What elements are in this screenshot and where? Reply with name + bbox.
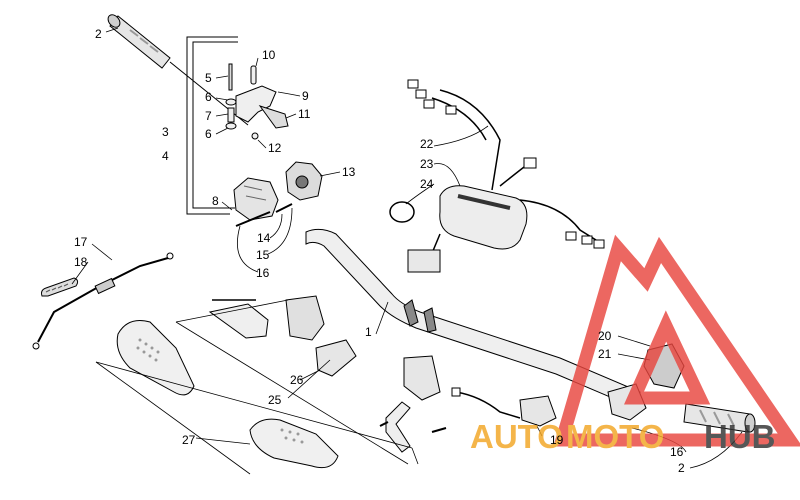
callout-27: 27 — [182, 433, 196, 447]
watermark-auto: AUTO — [470, 418, 563, 455]
callout-15: 15 — [256, 248, 270, 262]
hand-guard-left-part — [116, 320, 195, 396]
lever-bracket-assembly — [225, 63, 289, 140]
callout-8: 8 — [212, 194, 219, 208]
callout-3: 3 — [162, 125, 169, 139]
watermark-logo: AUTO MOTO HUB — [470, 234, 800, 455]
callout-6-lower: 6 — [205, 127, 212, 141]
watermark-hub: HUB — [704, 418, 776, 455]
grip-right-part — [683, 403, 756, 433]
callout-22: 22 — [420, 137, 434, 151]
callout-23: 23 — [420, 157, 434, 171]
grip-left-part — [107, 14, 249, 126]
callout-19: 19 — [550, 433, 564, 447]
mount-bracket-part — [208, 295, 357, 377]
switch-housing-part — [285, 161, 323, 201]
wire-harness-part — [407, 79, 605, 273]
callout-12: 12 — [268, 141, 282, 155]
callout-16-right: 16 — [670, 445, 684, 459]
handlebar-part — [305, 228, 641, 409]
callout-9: 9 — [302, 89, 309, 103]
hand-guard-mount-part — [379, 355, 447, 453]
callout-6-upper: 6 — [205, 90, 212, 104]
callout-20: 20 — [598, 329, 612, 343]
throttle-housing-part — [233, 177, 293, 227]
callout-labels: 2 10 5 9 6 7 11 3 6 12 4 13 8 14 15 16 1… — [74, 27, 685, 475]
callout-11: 11 — [298, 107, 311, 121]
callout-14: 14 — [257, 231, 271, 245]
callout-16-left: 16 — [256, 266, 270, 280]
callout-1: 1 — [365, 325, 372, 339]
cable-part — [32, 252, 174, 350]
callout-21: 21 — [598, 347, 612, 361]
callout-7: 7 — [205, 109, 212, 123]
control-module-part — [439, 185, 528, 250]
watermark-moto: MOTO — [566, 418, 664, 455]
callout-2-bottom: 2 — [678, 461, 685, 475]
callout-4: 4 — [162, 149, 169, 163]
callout-13: 13 — [342, 165, 356, 179]
callout-25: 25 — [268, 393, 282, 407]
callout-10: 10 — [262, 48, 276, 62]
callout-26: 26 — [290, 373, 304, 387]
group-outline-lines — [95, 299, 419, 475]
bracket-lines — [186, 36, 238, 215]
callout-17: 17 — [74, 235, 88, 249]
hand-guard-right-part — [249, 418, 339, 469]
o-ring-part — [389, 201, 415, 223]
callout-24: 24 — [420, 177, 434, 191]
callout-5: 5 — [205, 71, 212, 85]
callout-2-top: 2 — [95, 27, 102, 41]
callout-18: 18 — [74, 255, 88, 269]
